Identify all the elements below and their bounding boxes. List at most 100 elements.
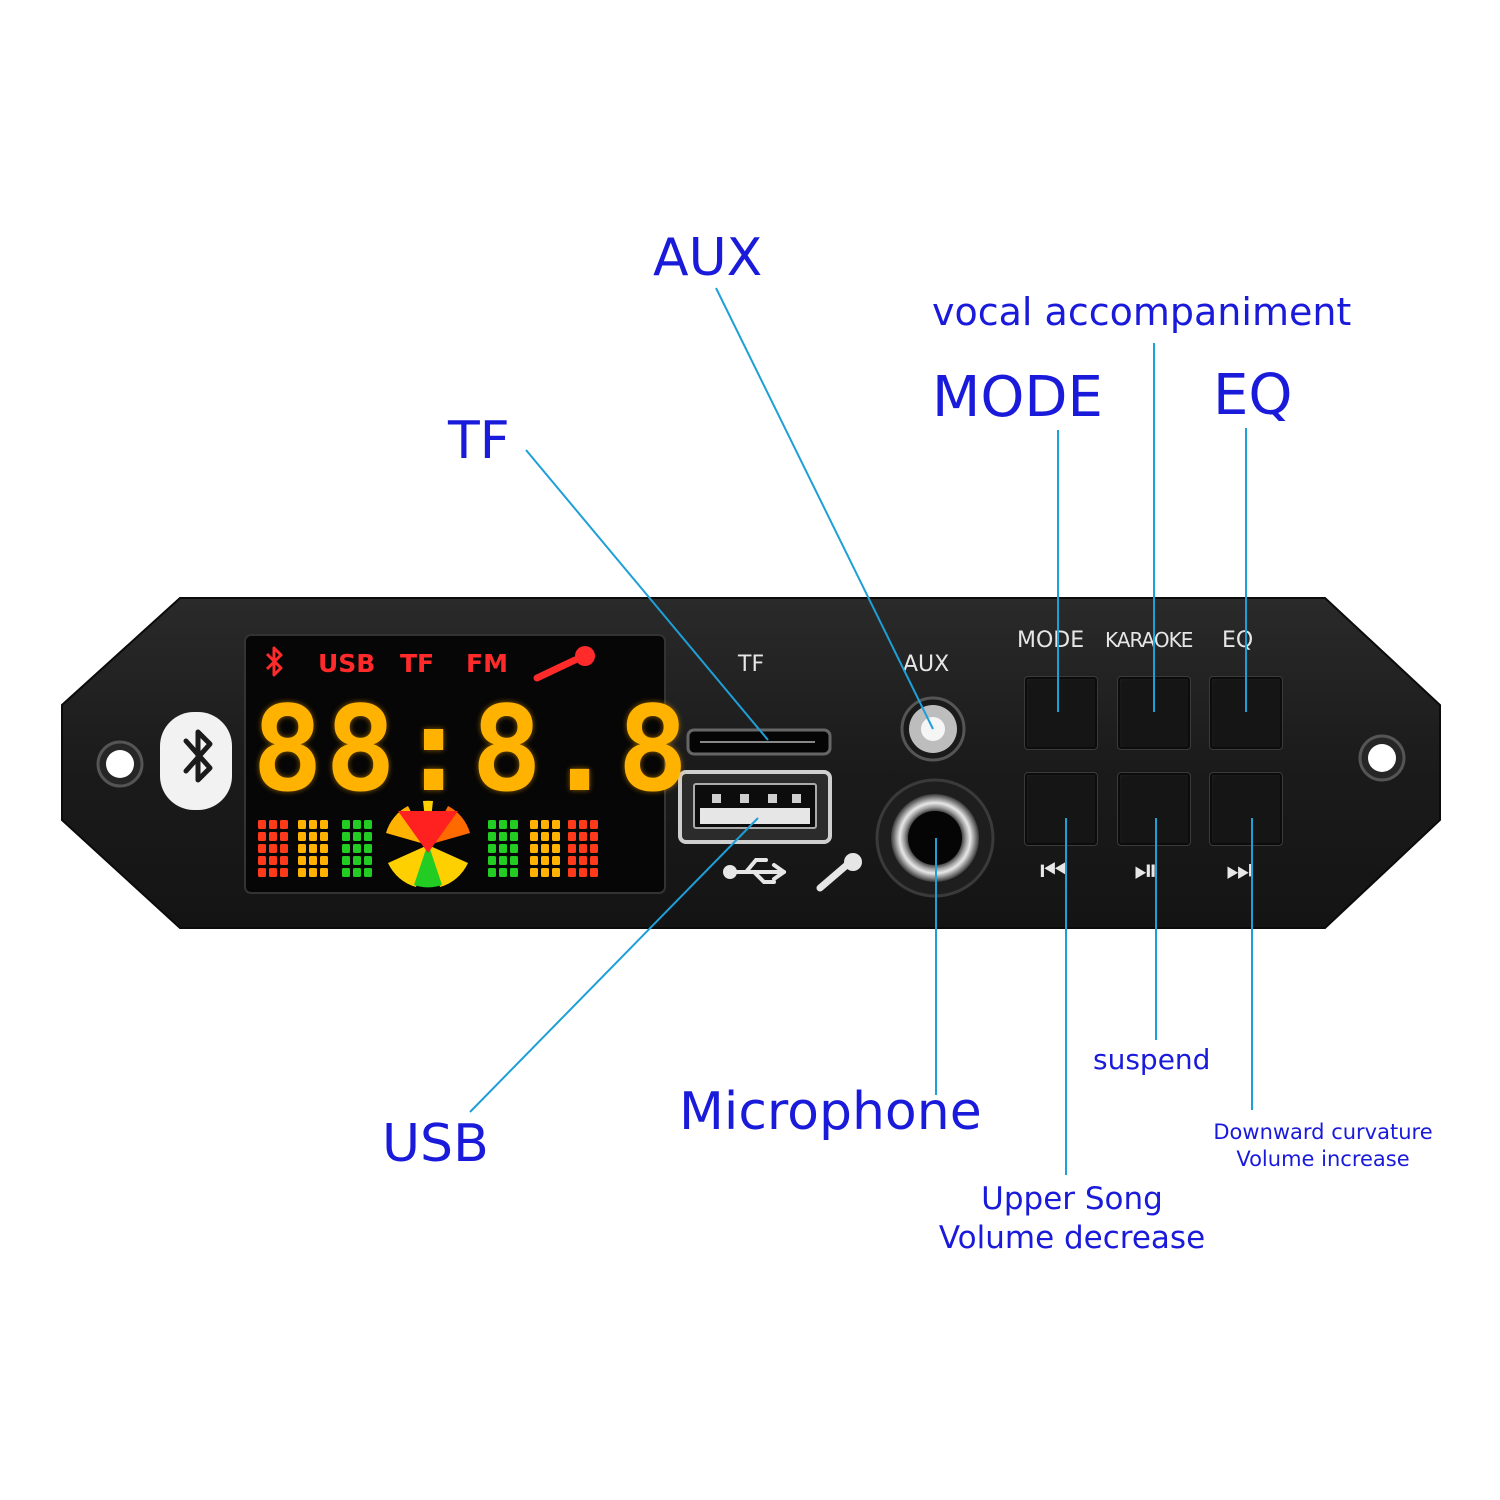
spectrum-cell <box>568 868 576 877</box>
spectrum-cell <box>530 868 538 877</box>
spectrum-cell <box>488 832 496 841</box>
spectrum-cell <box>320 856 328 865</box>
spectrum-cell <box>510 832 518 841</box>
mount-hole-left <box>96 740 144 788</box>
spectrum-cell <box>579 832 587 841</box>
spectrum-cell <box>590 868 598 877</box>
spectrum-cell <box>269 820 277 829</box>
prev-button[interactable] <box>1024 772 1098 846</box>
spectrum-cell <box>568 832 576 841</box>
spectrum-cell <box>364 868 372 877</box>
spectrum-cell <box>568 856 576 865</box>
callout-aux: AUX <box>653 228 763 288</box>
callout-tf: TF <box>448 411 510 471</box>
spectrum-cell <box>353 868 361 877</box>
spectrum-cell <box>342 844 350 853</box>
spectrum-cell <box>298 832 306 841</box>
spectrum-cell <box>552 844 560 853</box>
mount-hole-right <box>1358 734 1406 782</box>
microphone-icon <box>816 853 862 892</box>
spectrum-cell <box>320 820 328 829</box>
prev-track-icon: ⏮ <box>1040 853 1067 888</box>
spectrum-cell <box>298 844 306 853</box>
spectrum-cell <box>342 868 350 877</box>
panel-karaoke-label: KARAOKE <box>1105 628 1193 652</box>
spectrum-cell <box>568 844 576 853</box>
spectrum-cell <box>530 856 538 865</box>
lcd-bluetooth-icon <box>265 646 283 677</box>
spectrum-cell <box>552 868 560 877</box>
spectrum-cell <box>488 844 496 853</box>
usb-port <box>678 770 832 844</box>
spectrum-cell <box>552 856 560 865</box>
spectrum-cell <box>298 820 306 829</box>
play-pause-button[interactable] <box>1117 772 1191 846</box>
spectrum-cell <box>258 820 266 829</box>
spectrum-cell <box>364 832 372 841</box>
callout-prev-line2: Volume decrease <box>938 1220 1206 1256</box>
spectrum-cell <box>320 868 328 877</box>
spectrum-cell <box>579 868 587 877</box>
lcd-microphone-icon <box>533 646 595 682</box>
spectrum-cell <box>269 844 277 853</box>
spectrum-cell <box>541 844 549 853</box>
callout-prev-track: Upper Song Volume decrease <box>926 1184 1218 1254</box>
spectrum-cell <box>541 856 549 865</box>
callout-next-line2: Volume increase <box>1236 1147 1410 1171</box>
spectrum-cell <box>309 820 317 829</box>
spectrum-cell <box>488 868 496 877</box>
spectrum-cell <box>298 856 306 865</box>
lcd-pinwheel <box>386 800 470 888</box>
callout-prev-line1: Upper Song <box>981 1181 1163 1217</box>
mode-button[interactable] <box>1024 676 1098 750</box>
spectrum-cell <box>258 844 266 853</box>
spectrum-cell <box>510 856 518 865</box>
spectrum-cell <box>269 856 277 865</box>
spectrum-cell <box>280 868 288 877</box>
spectrum-cell <box>579 820 587 829</box>
panel-aux-label: AUX <box>903 652 950 677</box>
lcd-usb-label: USB <box>318 649 376 678</box>
spectrum-cell <box>309 844 317 853</box>
spectrum-cell <box>258 856 266 865</box>
spectrum-cell <box>269 868 277 877</box>
spectrum-cell <box>353 844 361 853</box>
next-button[interactable] <box>1209 772 1283 846</box>
spectrum-cell <box>541 820 549 829</box>
spectrum-cell <box>353 820 361 829</box>
spectrum-cell <box>309 856 317 865</box>
lcd-tf-label: TF <box>400 649 435 678</box>
spectrum-cell <box>510 868 518 877</box>
callout-eq: EQ <box>1213 363 1293 428</box>
leader-aux <box>715 287 934 730</box>
lcd-display <box>244 634 666 894</box>
spectrum-cell <box>353 856 361 865</box>
leader-tf <box>525 449 769 741</box>
spectrum-cell <box>590 856 598 865</box>
callout-vocal-accompaniment: vocal accompaniment <box>932 290 1352 334</box>
spectrum-cell <box>552 832 560 841</box>
spectrum-cell <box>364 820 372 829</box>
spectrum-cell <box>320 832 328 841</box>
spectrum-cell <box>320 844 328 853</box>
next-track-icon: ⏭ <box>1226 853 1253 888</box>
spectrum-cell <box>499 820 507 829</box>
callout-next-line1: Downward curvature <box>1213 1120 1433 1144</box>
spectrum-cell <box>530 820 538 829</box>
leader-usb <box>469 817 759 1113</box>
spectrum-cell <box>280 832 288 841</box>
spectrum-cell <box>342 820 350 829</box>
spectrum-cell <box>579 844 587 853</box>
lcd-spectrum-bars <box>258 820 598 877</box>
spectrum-cell <box>342 856 350 865</box>
spectrum-cell <box>510 820 518 829</box>
spectrum-cell <box>590 832 598 841</box>
spectrum-cell <box>309 832 317 841</box>
spectrum-cell <box>499 856 507 865</box>
panel-tf-label: TF <box>738 652 765 677</box>
usb-icon <box>723 858 786 884</box>
spectrum-cell <box>280 820 288 829</box>
callout-mode: MODE <box>932 365 1103 430</box>
callout-usb: USB <box>382 1114 489 1174</box>
